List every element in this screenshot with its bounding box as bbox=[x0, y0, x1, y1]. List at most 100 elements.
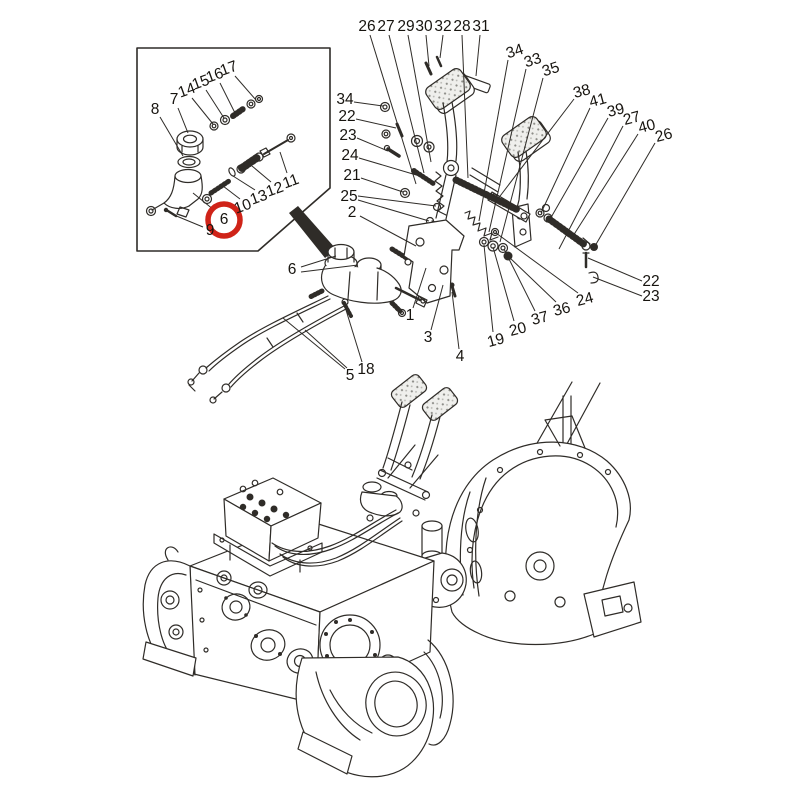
leader-line-24 bbox=[495, 232, 579, 294]
part-number-31: 31 bbox=[472, 18, 489, 35]
pedal-assembly-installed bbox=[359, 374, 459, 522]
part-number-26: 26 bbox=[653, 125, 674, 146]
leader-line-25 bbox=[357, 199, 430, 222]
part-number-24: 24 bbox=[341, 147, 359, 164]
leader-line-27 bbox=[388, 34, 425, 174]
leader-line-36 bbox=[508, 256, 557, 303]
part-number-16: 16 bbox=[204, 65, 226, 87]
pedal-assembly-exploded bbox=[379, 55, 599, 304]
part-number-35: 35 bbox=[540, 59, 562, 80]
part-number-32: 32 bbox=[434, 18, 451, 35]
leader-line-24 bbox=[358, 157, 424, 178]
part-number-21: 21 bbox=[343, 167, 360, 184]
part-number-36: 36 bbox=[551, 299, 572, 320]
part-number-27: 27 bbox=[377, 18, 394, 35]
part-number-2: 2 bbox=[348, 204, 357, 221]
part-number-26: 26 bbox=[358, 18, 375, 35]
master-cylinder-exploded bbox=[145, 94, 296, 218]
inset-box bbox=[136, 47, 336, 258]
leader-line-27 bbox=[558, 125, 624, 250]
leader-line-41 bbox=[540, 107, 591, 214]
leader-line-6 bbox=[300, 255, 337, 268]
leader-line-25 bbox=[357, 195, 437, 207]
highlight-layer bbox=[205, 201, 243, 239]
part-number-18: 18 bbox=[357, 361, 374, 378]
part-number-23: 23 bbox=[339, 127, 356, 144]
leader-line-17 bbox=[234, 75, 257, 101]
leader-line-21 bbox=[360, 177, 404, 193]
leader-line-32 bbox=[439, 34, 444, 59]
leader-line-33 bbox=[488, 68, 527, 233]
part-number-4: 4 bbox=[456, 348, 465, 365]
leader-line-26 bbox=[369, 34, 417, 185]
leader-line-11 bbox=[279, 151, 288, 174]
leader-lines bbox=[159, 34, 656, 370]
part-number-24: 24 bbox=[574, 289, 595, 310]
leader-line-12 bbox=[251, 165, 272, 183]
leader-line-15 bbox=[205, 89, 225, 119]
leader-line-2 bbox=[359, 215, 417, 247]
leader-line-40 bbox=[572, 133, 639, 237]
part-number-14: 14 bbox=[176, 80, 198, 102]
part-number-41: 41 bbox=[587, 90, 608, 111]
leader-line-16 bbox=[219, 82, 236, 114]
leader-line-6 bbox=[300, 264, 359, 273]
part-number-25: 25 bbox=[340, 188, 357, 205]
inset-pointer-arrow bbox=[289, 206, 336, 258]
part-number-1: 1 bbox=[406, 307, 415, 324]
part-number-28: 28 bbox=[453, 18, 470, 35]
part-number-17: 17 bbox=[218, 58, 240, 80]
part-number-3: 3 bbox=[424, 329, 433, 346]
leader-line-38 bbox=[493, 98, 575, 205]
part-number-15: 15 bbox=[190, 72, 212, 94]
part-number-11: 11 bbox=[280, 171, 301, 192]
leader-line-5 bbox=[304, 329, 348, 369]
leader-line-39 bbox=[548, 117, 609, 222]
part-number-8: 8 bbox=[151, 101, 160, 118]
leader-line-35 bbox=[499, 77, 544, 243]
part-number-29: 29 bbox=[397, 18, 414, 35]
leader-line-23 bbox=[356, 137, 389, 152]
leader-line-18 bbox=[345, 309, 363, 363]
leader-line-10 bbox=[222, 185, 241, 200]
part-number-34: 34 bbox=[336, 91, 354, 108]
part-number-22: 22 bbox=[338, 108, 355, 125]
leader-line-14 bbox=[191, 97, 214, 125]
part-number-40: 40 bbox=[636, 116, 657, 137]
leader-line-5 bbox=[282, 317, 346, 370]
leader-line-13 bbox=[232, 175, 256, 191]
leader-line-1 bbox=[412, 267, 427, 309]
leader-line-28 bbox=[461, 34, 469, 179]
leader-line-37 bbox=[503, 248, 536, 312]
leader-line-34 bbox=[478, 59, 509, 222]
part-number-37: 37 bbox=[529, 308, 550, 329]
leader-line-9 bbox=[173, 214, 204, 228]
hoses-installed bbox=[271, 509, 403, 567]
installed-view bbox=[142, 374, 642, 778]
leader-line-7 bbox=[177, 107, 189, 134]
brake-hoses bbox=[187, 295, 347, 404]
part-number-12: 12 bbox=[264, 179, 286, 201]
part-number-19: 19 bbox=[485, 330, 506, 351]
leader-line-19 bbox=[483, 244, 494, 333]
part-number-34: 34 bbox=[504, 41, 526, 63]
leader-line-31 bbox=[475, 34, 481, 77]
right-pedal-pad bbox=[501, 116, 547, 158]
part-number-38: 38 bbox=[571, 81, 592, 102]
frame-rails bbox=[507, 381, 601, 502]
leader-line-3 bbox=[430, 284, 444, 331]
part-number-30: 30 bbox=[415, 18, 433, 35]
leader-line-22 bbox=[355, 118, 397, 129]
differential-housing bbox=[295, 639, 454, 778]
leader-line-23 bbox=[592, 276, 643, 297]
part-number-6: 6 bbox=[288, 261, 297, 278]
leader-line-8 bbox=[159, 116, 184, 157]
part-number-6: 6 bbox=[220, 211, 229, 228]
leader-line-4 bbox=[451, 291, 460, 350]
part-number-27: 27 bbox=[621, 108, 642, 129]
part-number-9: 9 bbox=[206, 222, 215, 239]
axle-trumpet-housing bbox=[142, 546, 197, 677]
